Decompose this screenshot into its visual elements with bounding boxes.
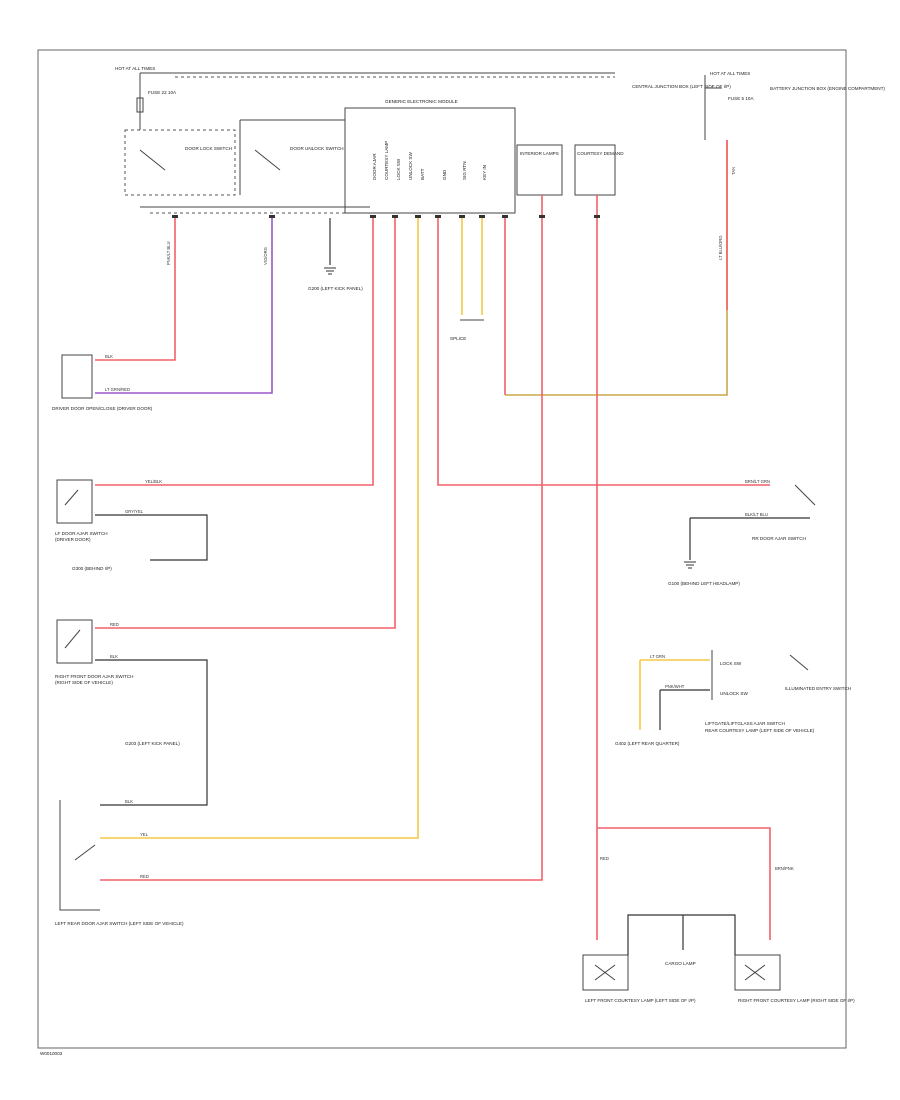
rf-door-switch-label: RIGHT FRONT DOOR AJAR SWITCH: [55, 674, 133, 679]
wire-label: BLK/LT BLU: [745, 512, 768, 517]
pin-label: UNLOCK SW: [408, 152, 413, 180]
wire-red-rf-door: [95, 218, 396, 629]
courtesy-demand-label: COURTESY DEMAND: [577, 151, 624, 156]
right-lamp-label: RIGHT FRONT COURTESY LAMP (RIGHT SIDE OF…: [738, 998, 855, 1003]
left-lamp-label: LEFT FRONT COURTESY LAMP (LEFT SIDE OF I…: [585, 998, 696, 1003]
right-lamp-x2: [744, 964, 766, 981]
wire-red-lf-door: [95, 218, 374, 486]
lf-door-switch-box: [56, 479, 93, 524]
pin-label: LOCK SW: [396, 158, 401, 180]
lf-door-switch-sub: (DRIVER DOOR): [55, 537, 91, 542]
central-junction-box-label: CENTRAL JUNCTION BOX (LEFT SIDE OF I/P): [632, 84, 731, 89]
left-lamp-box: [582, 954, 629, 991]
wire-red-rr-door: [437, 218, 770, 486]
courtesy-ground-label: G100 (BEHIND LEFT HEADLAMP): [668, 581, 740, 586]
unlock-switch-label: UNLOCK SW: [720, 691, 748, 696]
switch-1-contact: [139, 149, 166, 171]
lr-door-switch-frame: [59, 800, 100, 911]
rf-door-switch-sub: (RIGHT SIDE OF VEHICLE): [55, 680, 113, 685]
fuse-right-label: FUSE 5 10A: [728, 96, 754, 101]
wire-red-top-left: [95, 215, 176, 361]
wire-label: BRN/PNK: [775, 866, 794, 871]
splice-label: SPLICE: [450, 336, 466, 341]
lr-door-switch-label: LEFT REAR DOOR AJAR SWITCH (LEFT SIDE OF…: [55, 921, 184, 926]
module-ground-label: G203 (LEFT KICK PANEL): [125, 741, 180, 746]
liftgate-switch-contact: [789, 654, 809, 671]
rr-door-switch-contact: [794, 484, 816, 506]
hot-at-all-times-right-label: HOT AT ALL TIMES: [710, 71, 750, 76]
hot-at-all-times-label: HOT AT ALL TIMES: [115, 66, 155, 71]
fuse-icon: [136, 97, 144, 113]
interior-lamps-label: INTERIOR LAMPS: [520, 151, 559, 156]
ground-top-label: G200 (LEFT KICK PANEL): [308, 286, 363, 291]
lf-door-switch-label: LF DOOR AJAR SWITCH: [55, 531, 108, 536]
courtesy-demand-box: [574, 144, 616, 196]
switch-2-label: DOOR UNLOCK SWITCH: [290, 146, 344, 151]
diagram-frame: [37, 49, 847, 1049]
pin-label: KEY IN: [482, 165, 487, 180]
interior-lamps-box: [516, 144, 563, 196]
wire-label: VIO/ORG: [263, 247, 268, 265]
pin-label: BATT: [420, 168, 425, 180]
wire-yellow-lr-door: [100, 218, 419, 839]
wire-label: RED: [140, 874, 149, 879]
wire-label: RED: [600, 856, 609, 861]
lock-switch-label: LOCK SW: [720, 661, 742, 666]
ground-icon: [684, 561, 696, 569]
wire-red-liftgate: [100, 195, 543, 881]
switch-box-1: [124, 129, 236, 196]
pin-label: GND: [442, 169, 447, 180]
rear-ground-label: G402 (LEFT REAR QUARTER): [615, 741, 680, 746]
wire-label: LT GRN/RED: [105, 387, 130, 392]
wire-black-lamps: [627, 914, 736, 955]
switch-1-label: DOOR LOCK SWITCH: [185, 146, 232, 151]
gem-module-box: [344, 107, 516, 214]
wire-label: BRN/LT GRN: [745, 479, 770, 484]
pin-label: DOOR AJAR: [372, 153, 377, 180]
lf-door-switch-contact: [64, 489, 79, 506]
wire-tan-battery: [505, 140, 728, 396]
gem-label: GENERIC ELECTRONIC MODULE: [385, 99, 458, 104]
fuse-label: FUSE 22 10A: [148, 90, 177, 95]
wire-label: PNK/LT BLU: [166, 241, 171, 265]
rf-door-switch-box: [56, 619, 93, 664]
figure-id: W0010003: [40, 1051, 63, 1056]
wire-label: BLK: [110, 654, 118, 659]
wire-label: PNK/WHT: [665, 684, 685, 689]
wire-label: YEL: [140, 832, 149, 837]
wire-label: BLK: [105, 354, 113, 359]
wire-black-rf: [95, 659, 208, 806]
rear-courtesy-label: REAR COURTESY LAMP (LEFT SIDE OF VEHICLE…: [705, 728, 815, 733]
wire-violet-top-left: [95, 215, 273, 394]
gem-pin-labels: DOOR AJAR COURTESY LAMP LOCK SW UNLOCK S…: [372, 141, 487, 180]
pin-label: COURTESY LAMP: [384, 141, 389, 180]
lr-door-switch-contact: [74, 844, 96, 861]
wire-label: LT GRN: [650, 654, 665, 659]
center-lamp-label: CARGO LAMP: [665, 961, 696, 966]
left-lamp-x2: [594, 964, 616, 981]
wire-label: LT BLU/ORG: [718, 235, 723, 260]
ground-icon: [324, 267, 336, 275]
driver-door-switch-label: DRIVER DOOR OPEN/CLOSE (DRIVER DOOR): [52, 406, 153, 411]
ground-mid-label: G300 (BEHIND I/P): [72, 566, 112, 571]
switch-2-contact: [254, 149, 281, 171]
driver-door-switch-box: [61, 354, 93, 399]
wire-label: YEL/BLK: [145, 479, 162, 484]
wire-label: GRY/YEL: [125, 509, 144, 514]
battery-junction-box-label: BATTERY JUNCTION BOX (ENGINE COMPARTMENT…: [770, 86, 885, 91]
wire-black-lf: [95, 514, 208, 561]
liftgate-switch-label: LIFTGATE/LIFTGLASS AJAR SWITCH: [705, 721, 785, 726]
rr-door-switch-label: RR DOOR AJAR SWITCH: [752, 536, 806, 541]
right-lamp-box: [734, 954, 781, 991]
keyless-entry-label: ILLUMINATED ENTRY SWITCH: [785, 686, 851, 691]
wire-label: TAN: [731, 167, 736, 175]
rf-door-switch-contact: [64, 629, 81, 649]
wire-red-lamps: [597, 827, 771, 940]
pin-label: SIG RTN: [462, 161, 467, 180]
wire-label: BLK: [125, 799, 133, 804]
wire-label: RED: [110, 622, 119, 627]
connector-marks: [172, 215, 600, 218]
